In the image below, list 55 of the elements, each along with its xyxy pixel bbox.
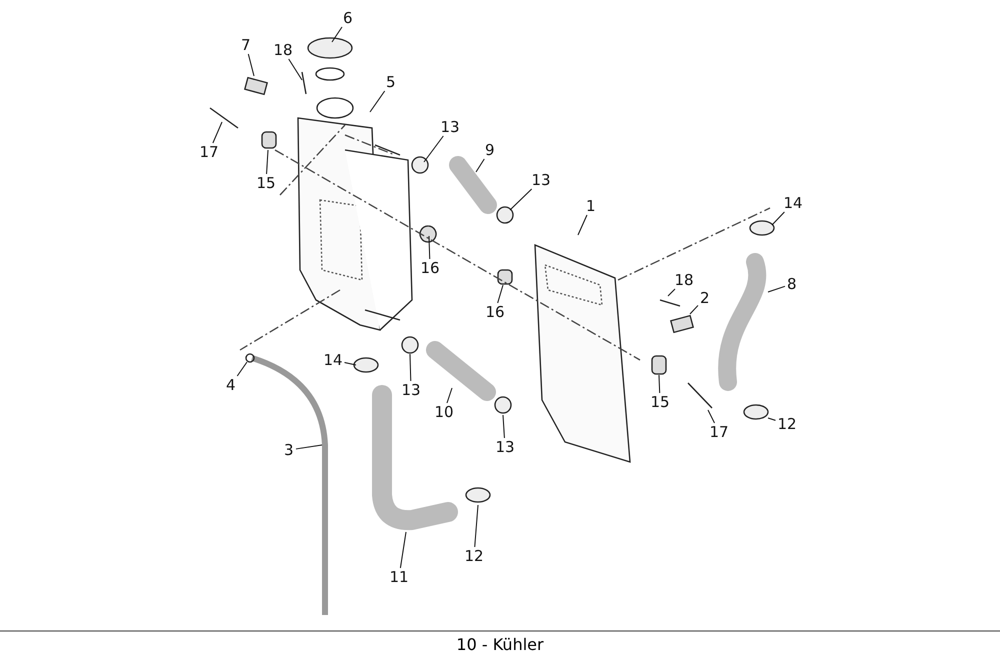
leader-line <box>578 214 588 236</box>
callout-number: 13 <box>532 172 551 188</box>
leader-line <box>768 418 776 421</box>
callout-number: 13 <box>440 119 460 135</box>
callout-number: 13 <box>402 382 421 398</box>
callout-number: 14 <box>784 195 803 211</box>
leader-line <box>690 304 698 314</box>
leader-line <box>236 362 248 376</box>
callout-number: 2 <box>700 290 710 306</box>
leader-line <box>476 158 485 172</box>
callout-number: 16 <box>420 260 440 276</box>
callout-number: 7 <box>241 37 251 53</box>
leader-line <box>212 122 222 144</box>
leader-line <box>708 410 715 424</box>
callout-number: 18 <box>674 272 694 288</box>
callout-number: 9 <box>485 142 495 158</box>
callout-number: 11 <box>390 569 409 585</box>
callout-number: 15 <box>256 175 276 191</box>
leader-line <box>288 58 302 80</box>
leader-line <box>497 284 504 304</box>
leader-line <box>474 504 478 548</box>
callout-number: 13 <box>496 439 515 455</box>
leader-line <box>296 444 322 450</box>
callout-number: 18 <box>274 42 293 58</box>
callout-number: 14 <box>324 352 343 368</box>
callout-number: 6 <box>343 10 353 26</box>
leader-line <box>510 188 532 210</box>
callout-number: 5 <box>386 74 396 90</box>
leader-line <box>266 150 268 174</box>
leader-line <box>370 90 386 112</box>
leader-line <box>772 212 785 226</box>
callout-number: 16 <box>486 304 505 320</box>
leader-line <box>668 288 676 296</box>
leader-line <box>248 54 254 76</box>
leader-line <box>344 362 356 366</box>
callout-number: 10 <box>434 404 454 420</box>
leader-line <box>332 26 342 42</box>
callout-number: 15 <box>650 394 670 410</box>
leader-line <box>400 532 406 568</box>
callout-number: 1 <box>586 198 596 214</box>
callout-number: 8 <box>787 276 797 292</box>
callout-number: 12 <box>464 548 484 564</box>
caption: 10 - Kühler <box>456 635 544 654</box>
callout-number: 12 <box>778 416 797 432</box>
callout-number: 17 <box>710 424 729 440</box>
leader-line <box>424 136 444 162</box>
leader-line <box>446 388 452 404</box>
leader-line <box>658 374 660 394</box>
leader-line <box>768 286 786 292</box>
leader-line <box>502 414 505 438</box>
callout-number: 4 <box>226 377 236 393</box>
leader-line <box>410 354 412 382</box>
callout-number: 3 <box>284 442 294 458</box>
callout-number: 17 <box>200 144 219 160</box>
leader-line <box>428 236 430 260</box>
